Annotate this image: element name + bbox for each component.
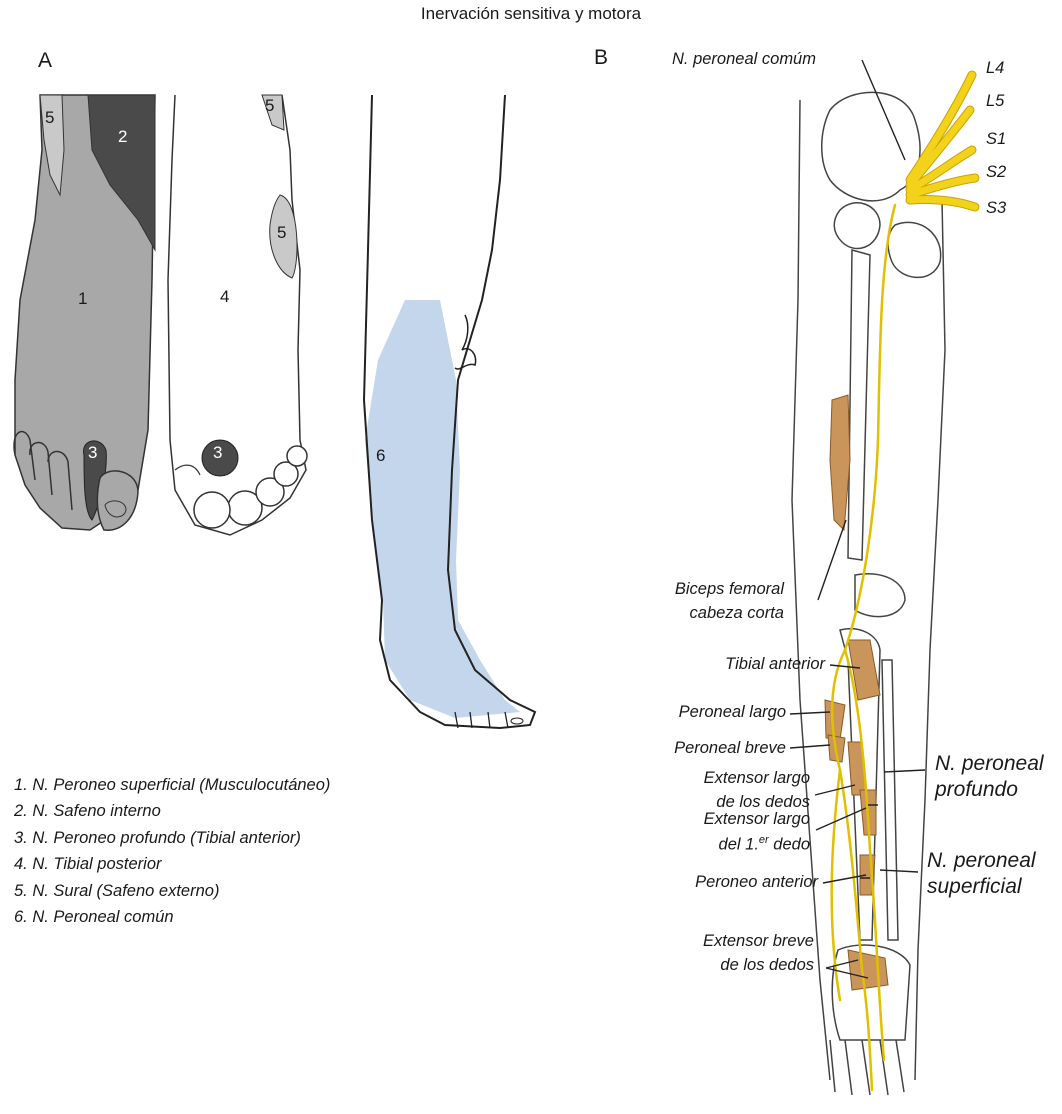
legend-item: 1. N. Peroneo superficial (Musculocutáne… (14, 772, 330, 798)
label-common-peroneal: N. peroneal comúm (672, 50, 816, 69)
root-l5: L5 (986, 92, 1004, 111)
root-s3: S3 (986, 199, 1006, 218)
label-deep-peroneal-1: N. peroneal (935, 752, 1044, 776)
panel-label-b: B (594, 46, 608, 70)
label-deep-peroneal-2: profundo (935, 778, 1018, 802)
label-ext-largo-hallux-1: Extensor largo (610, 810, 810, 829)
root-s2: S2 (986, 163, 1006, 182)
label-ext-largo-dedos-1: Extensor largo (610, 769, 810, 788)
label-biceps-1: Biceps femoral (640, 580, 784, 599)
region-5-plantar-heel: 5 (265, 96, 274, 116)
foot-plantar-drawing (168, 95, 307, 535)
figure-title: Inervación sensitiva y motora (0, 4, 1062, 24)
region-6: 6 (376, 446, 385, 466)
legend-item: 5. N. Sural (Safeno externo) (14, 878, 330, 904)
region-1: 1 (78, 289, 87, 309)
label-biceps-2: cabeza corta (640, 604, 784, 623)
root-s1: S1 (986, 130, 1006, 149)
foot-dorsal-drawing (14, 95, 155, 530)
legend: 1. N. Peroneo superficial (Musculocutáne… (14, 772, 330, 930)
label-ext-breve-2: de los dedos (610, 956, 814, 975)
legend-item: 2. N. Safeno interno (14, 798, 330, 824)
panel-label-a: A (38, 49, 52, 73)
label-peroneal-largo: Peroneal largo (600, 703, 786, 722)
region-3-plantar: 3 (213, 443, 222, 463)
leg-lateral-drawing (364, 95, 535, 728)
leg-skeleton-drawing (792, 92, 945, 1095)
legend-item: 3. N. Peroneo profundo (Tibial anterior) (14, 825, 330, 851)
label-ext-largo-hallux-2: del 1.er dedo (610, 834, 810, 855)
region-5-dorsal: 5 (45, 108, 54, 128)
region-2: 2 (118, 127, 127, 147)
legend-item: 6. N. Peroneal común (14, 904, 330, 930)
region-5-plantar-lateral: 5 (277, 223, 286, 243)
label-peroneo-anterior: Peroneo anterior (600, 873, 818, 892)
region-3-dorsal: 3 (88, 443, 97, 463)
root-l4: L4 (986, 59, 1004, 78)
label-superficial-peroneal-2: superficial (927, 875, 1022, 899)
label-peroneal-breve: Peroneal breve (600, 739, 786, 758)
label-ext-breve-1: Extensor breve (610, 932, 814, 951)
label-tibial-anterior: Tibial anterior (620, 655, 825, 674)
legend-item: 4. N. Tibial posterior (14, 851, 330, 877)
label-superficial-peroneal-1: N. peroneal (927, 849, 1036, 873)
region-4: 4 (220, 287, 229, 307)
